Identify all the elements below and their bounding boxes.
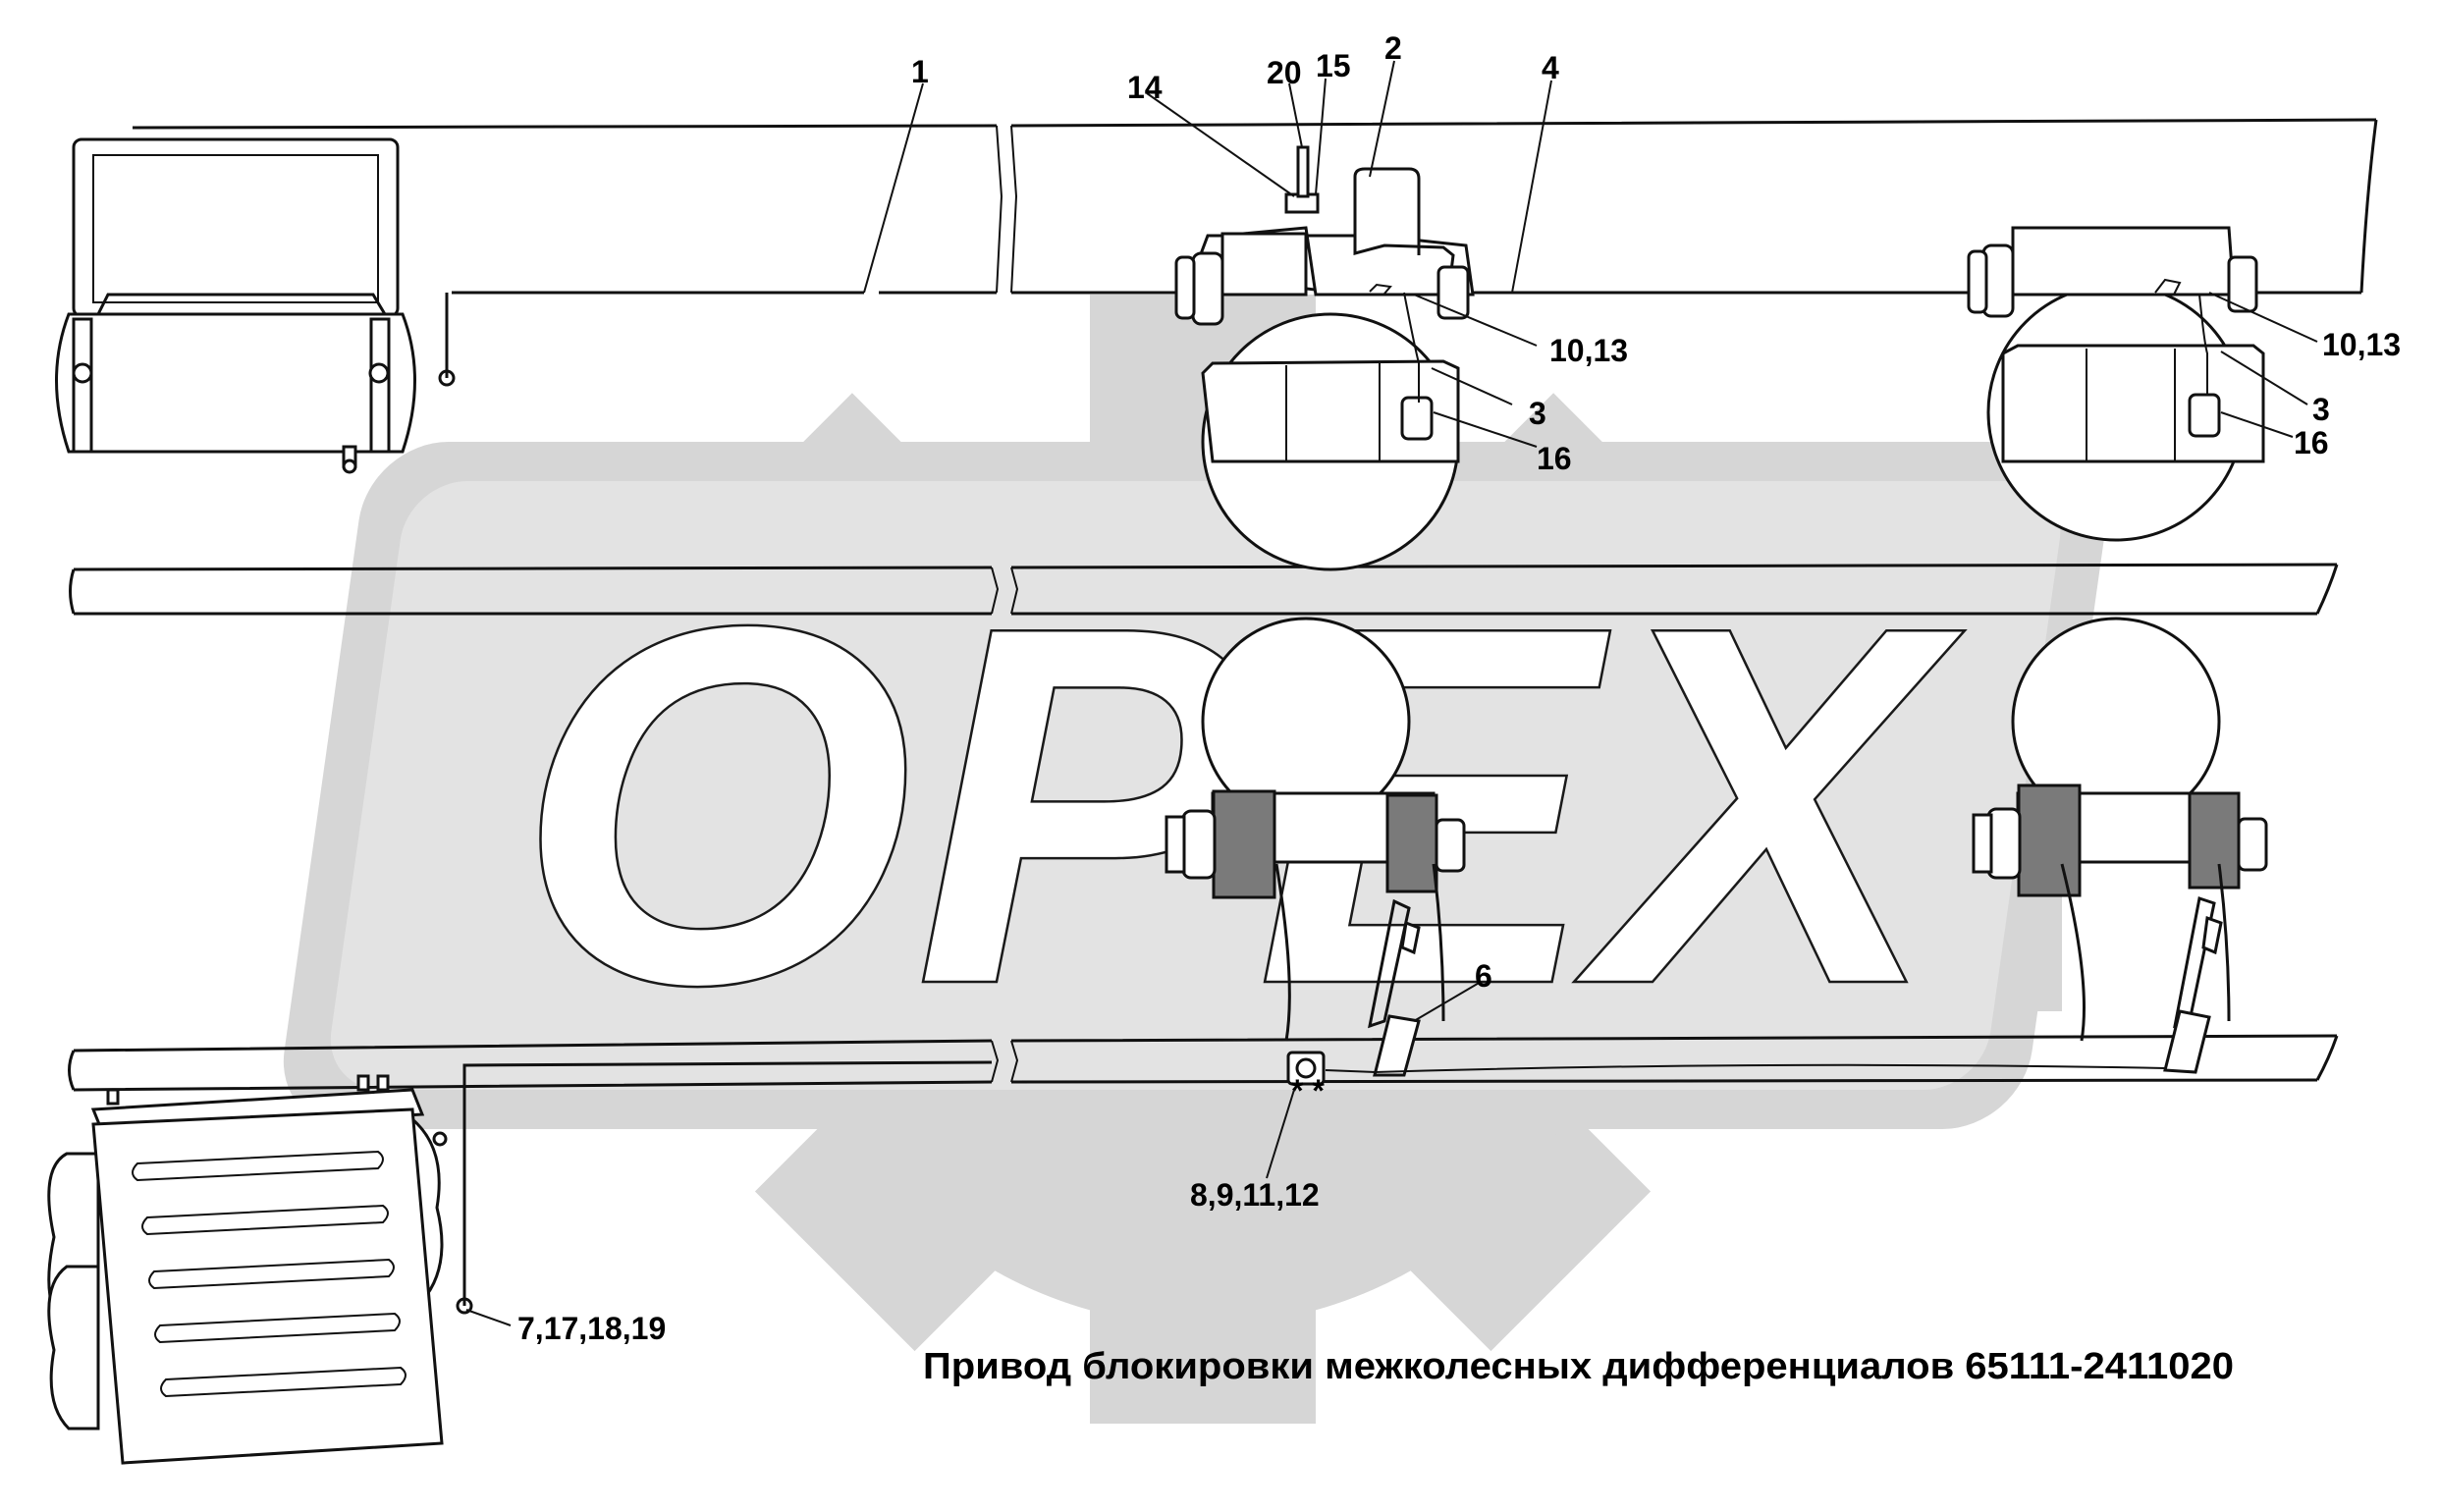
callout-6: 6 — [1475, 958, 1492, 994]
upper-axle-2 — [1967, 226, 2265, 542]
bracket-hose-6 — [1325, 896, 2223, 1077]
lower-frame-rail — [68, 1034, 2339, 1092]
callout-14: 14 — [1127, 70, 1163, 105]
callout-7-17-18-19: 7,17,18,19 — [517, 1311, 666, 1346]
diagram-caption: Привод блокировки межколесных дифференци… — [923, 1346, 2234, 1387]
upper-axle-1 — [1174, 145, 1475, 571]
callout-1: 1 — [911, 54, 929, 89]
callout-8-9-11-12: 8,9,11,12 — [1190, 1177, 1320, 1213]
callout-10-13-b: 10,13 — [2322, 327, 2401, 362]
leader-lines — [465, 60, 2318, 1326]
air-receiver-top — [55, 137, 456, 474]
callout-3-b: 3 — [2312, 392, 2330, 427]
air-receiver-bottom — [47, 1060, 993, 1465]
callout-4: 4 — [1542, 50, 1559, 85]
callouts: 1 2 4 14 20 15 10,13 3 16 10,13 3 16 6 8… — [517, 30, 2401, 1346]
callout-16-a: 16 — [1537, 441, 1572, 476]
callout-20: 20 — [1267, 55, 1302, 90]
callout-3-a: 3 — [1529, 396, 1546, 431]
middle-axle-2 — [1972, 617, 2268, 1042]
valve-block: * * — [1286, 1051, 1326, 1108]
middle-frame-rail — [69, 563, 2339, 616]
callout-16-b: 16 — [2294, 425, 2329, 460]
callout-10-13-a: 10,13 — [1549, 333, 1628, 368]
callout-2: 2 — [1384, 30, 1402, 66]
svg-text:* *: * * — [1291, 1073, 1325, 1108]
middle-axle-1 — [1165, 617, 1466, 1042]
callout-15: 15 — [1316, 48, 1351, 83]
